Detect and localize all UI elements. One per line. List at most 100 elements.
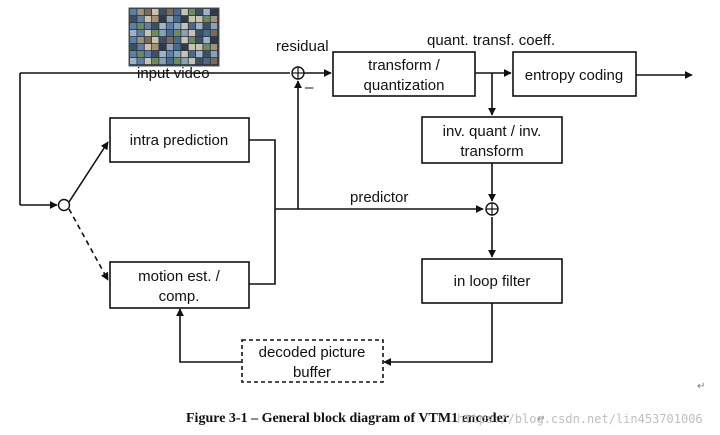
motion-label-line2: comp. xyxy=(159,288,200,305)
thumbnail-tile xyxy=(159,16,166,23)
thumbnail-tile xyxy=(210,16,218,23)
thumbnail-tile xyxy=(137,37,144,44)
thumbnail-tile xyxy=(181,44,188,51)
thumbnail-tile xyxy=(144,44,152,51)
thumbnail-tile xyxy=(130,9,137,16)
thumbnail-tile xyxy=(174,51,181,58)
motion-label-line1: motion est. / xyxy=(138,268,221,285)
invquant-label-line1: inv. quant / inv. xyxy=(443,123,542,140)
thumbnail-tile xyxy=(188,51,196,58)
motion-estimation-block xyxy=(109,261,250,309)
thumbnail-tile xyxy=(210,51,218,58)
thumbnail-tile xyxy=(203,30,210,37)
thumbnail-tile xyxy=(130,44,137,51)
thumbnail-tile xyxy=(196,58,203,65)
intra-label: intra prediction xyxy=(130,132,228,149)
thumbnail-tile xyxy=(166,51,174,58)
figure-caption: Figure 3-1 – General block diagram of VT… xyxy=(186,411,509,426)
thumbnail-tile xyxy=(196,16,203,23)
thumbnail-tile xyxy=(210,30,218,37)
thumbnail-tile xyxy=(144,9,152,16)
thumbnail-tile xyxy=(181,16,188,23)
thumbnail-tile xyxy=(144,16,152,23)
reconstruction-adder-icon xyxy=(485,202,499,216)
predictor-label: predictor xyxy=(350,189,408,206)
corner-return-mark: ↵ xyxy=(697,381,705,392)
thumbnail-tile xyxy=(203,23,210,30)
thumbnail-tile xyxy=(130,16,137,23)
quant-coeff-label: quant. transf. coeff. xyxy=(427,32,555,49)
thumbnail-tile xyxy=(152,58,159,65)
loopfilter-label: in loop filter xyxy=(454,273,531,290)
thumbnail-tile xyxy=(203,9,210,16)
thumbnail-tile xyxy=(137,30,144,37)
thumbnail-tile xyxy=(210,9,218,16)
intra-prediction-block xyxy=(109,117,250,163)
thumbnail-tile xyxy=(181,58,188,65)
motion-output xyxy=(249,209,276,285)
transform-label-line1: transform / xyxy=(368,57,441,74)
thumbnail-tile xyxy=(203,51,210,58)
thumbnail-tile xyxy=(130,30,137,37)
thumbnail-tile xyxy=(152,44,159,51)
transform-quantization-block xyxy=(332,51,476,97)
thumbnail-tile xyxy=(188,58,196,65)
thumbnail-tile xyxy=(210,37,218,44)
in-loop-filter-block xyxy=(421,258,563,304)
thumbnail-tile xyxy=(174,58,181,65)
thumbnail-tile xyxy=(144,30,152,37)
thumbnail-tile xyxy=(188,30,196,37)
thumbnail-tile xyxy=(137,51,144,58)
thumbnail-tile xyxy=(159,9,166,16)
minus-sign-label: – xyxy=(305,79,314,96)
entropy-coding-block xyxy=(512,51,637,97)
thumbnail-tile xyxy=(166,23,174,30)
thumbnail-tile xyxy=(130,58,137,65)
thumbnail-tile xyxy=(159,37,166,44)
caption-return-mark: ↵ xyxy=(537,414,545,425)
loopfilter-to-dpb xyxy=(383,303,493,366)
dpb-label-line2: buffer xyxy=(293,364,331,381)
thumbnail-tile xyxy=(174,9,181,16)
thumbnail-tile xyxy=(166,9,174,16)
thumbnail-tile xyxy=(137,9,144,16)
thumbnail-tile xyxy=(188,16,196,23)
thumbnail-tile xyxy=(166,37,174,44)
thumbnail-tile xyxy=(166,58,174,65)
thumbnail-tile xyxy=(159,44,166,51)
thumbnail-tile xyxy=(152,9,159,16)
thumbnail-tile xyxy=(188,44,196,51)
thumbnail-tile xyxy=(159,23,166,30)
invquant-label-line2: transform xyxy=(460,143,523,160)
thumbnail-tile xyxy=(181,37,188,44)
thumbnail-tile xyxy=(174,30,181,37)
thumbnail-tile xyxy=(196,23,203,30)
dpb-label-line1: decoded picture xyxy=(259,344,366,361)
input-video-thumbnail-icon xyxy=(128,7,220,67)
thumbnail-tile xyxy=(174,16,181,23)
residual-label: residual xyxy=(276,38,329,55)
thumbnail-tile xyxy=(181,23,188,30)
mode-switch-icon xyxy=(57,198,71,212)
thumbnail-tile xyxy=(144,51,152,58)
thumbnail-tile xyxy=(203,58,210,65)
thumbnail-tile xyxy=(137,23,144,30)
thumbnail-tile xyxy=(159,51,166,58)
thumbnail-tile xyxy=(152,23,159,30)
thumbnail-tile xyxy=(166,44,174,51)
thumbnail-tile xyxy=(210,44,218,51)
thumbnail-tile xyxy=(144,23,152,30)
thumbnail-tile xyxy=(166,16,174,23)
intra-output xyxy=(249,139,276,209)
thumbnail-tile xyxy=(181,51,188,58)
inverse-quant-transform-block xyxy=(421,116,563,164)
entropy-label: entropy coding xyxy=(525,67,623,84)
dpb-to-motion xyxy=(176,308,241,363)
thumbnail-tile xyxy=(174,44,181,51)
decoded-picture-buffer-block xyxy=(241,339,384,383)
thumbnail-tile xyxy=(152,30,159,37)
thumbnail-tile xyxy=(144,58,152,65)
thumbnail-tile xyxy=(196,51,203,58)
thumbnail-tile xyxy=(166,30,174,37)
